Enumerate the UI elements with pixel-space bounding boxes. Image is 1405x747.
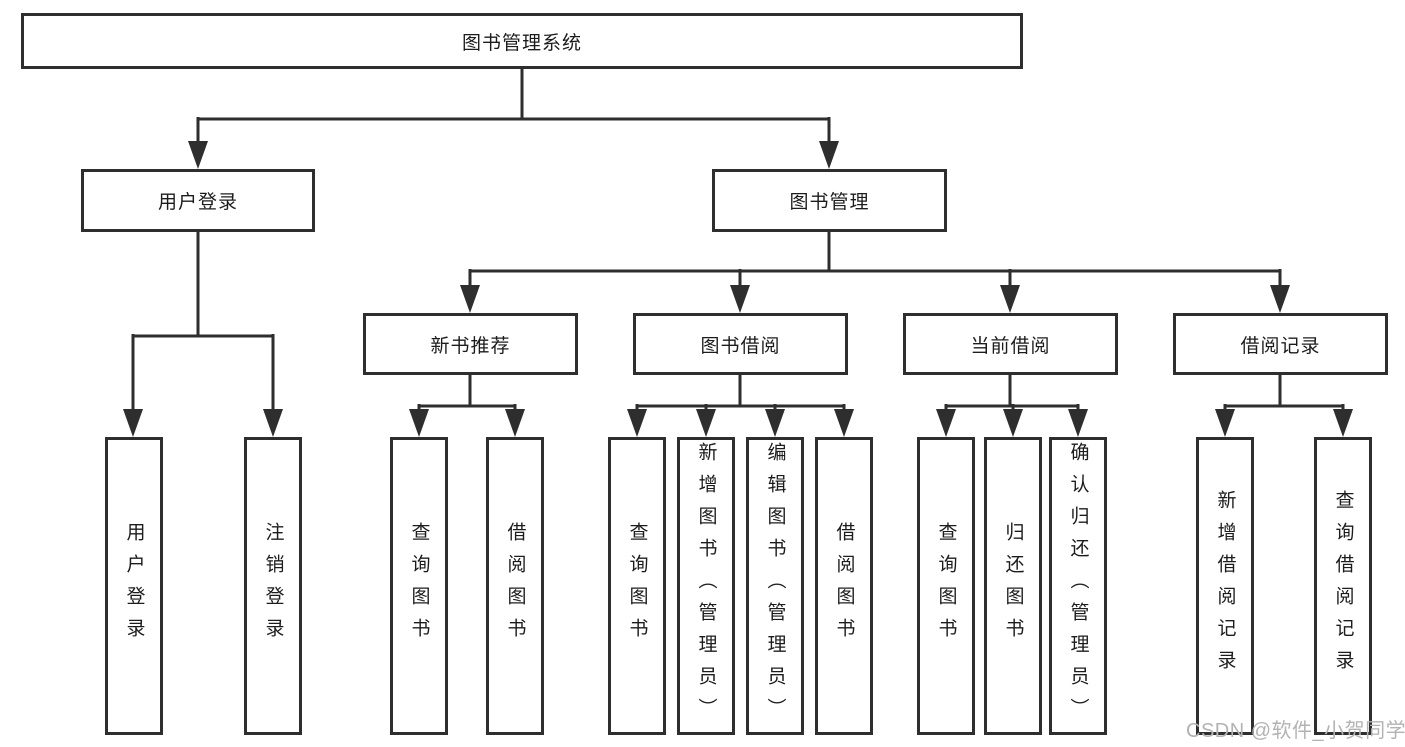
leaf-borrow-books: 借阅图书 (815, 437, 873, 735)
node-label: 归还图书 (1002, 522, 1024, 650)
leaf-logout: 注销登录 (244, 437, 302, 735)
node-label: 查询图书 (935, 522, 957, 650)
node-label: 新书推荐 (430, 335, 511, 357)
node-label: 编辑图书（管理员） (764, 442, 786, 730)
leaf-add-book-admin: 新增图书（管理员） (677, 437, 735, 735)
node-book-borrow: 图书借阅 (633, 313, 848, 375)
node-label: 用户登录 (157, 192, 238, 213)
leaf-return-book: 归还图书 (984, 437, 1042, 735)
arrowheads (123, 141, 1353, 437)
leaf-query-books-current: 查询图书 (917, 437, 975, 735)
node-label: 借阅记录 (1240, 335, 1321, 357)
leaf-user-login: 用户登录 (105, 437, 163, 735)
leaf-borrow-books-recommend: 借阅图书 (486, 437, 544, 735)
leaf-query-books-recommend: 查询图书 (390, 437, 448, 735)
node-label: 确认归还（管理员） (1067, 442, 1089, 730)
node-label: 用户登录 (123, 522, 145, 650)
leaf-query-borrow-record: 查询借阅记录 (1314, 437, 1372, 735)
node-library-management-system: 图书管理系统 (21, 13, 1023, 69)
node-label: 图书管理 (789, 192, 870, 213)
node-user-login: 用户登录 (81, 169, 315, 232)
node-label: 图书借阅 (700, 335, 781, 357)
node-label: 图书管理系统 (461, 32, 582, 54)
node-label: 查询图书 (626, 522, 648, 650)
node-borrow-records: 借阅记录 (1173, 313, 1388, 375)
leaf-query-books-borrow: 查询图书 (608, 437, 666, 735)
node-current-borrow: 当前借阅 (903, 313, 1118, 375)
leaf-add-borrow-record: 新增借阅记录 (1196, 437, 1254, 735)
leaf-confirm-return-admin: 确认归还（管理员） (1049, 437, 1107, 735)
node-label: 新增图书（管理员） (695, 442, 717, 730)
node-new-book-recommend: 新书推荐 (363, 313, 578, 375)
node-label: 查询图书 (408, 522, 430, 650)
node-label: 借阅图书 (833, 522, 855, 650)
node-book-management: 图书管理 (712, 169, 947, 232)
node-label: 注销登录 (262, 522, 284, 650)
node-label: 当前借阅 (970, 335, 1051, 357)
node-label: 借阅图书 (504, 522, 526, 650)
node-label: 新增借阅记录 (1214, 490, 1236, 682)
node-label: 查询借阅记录 (1332, 490, 1354, 682)
leaf-edit-book-admin: 编辑图书（管理员） (746, 437, 804, 735)
watermark: CSDN @软件_小贺同学 (1186, 720, 1405, 742)
